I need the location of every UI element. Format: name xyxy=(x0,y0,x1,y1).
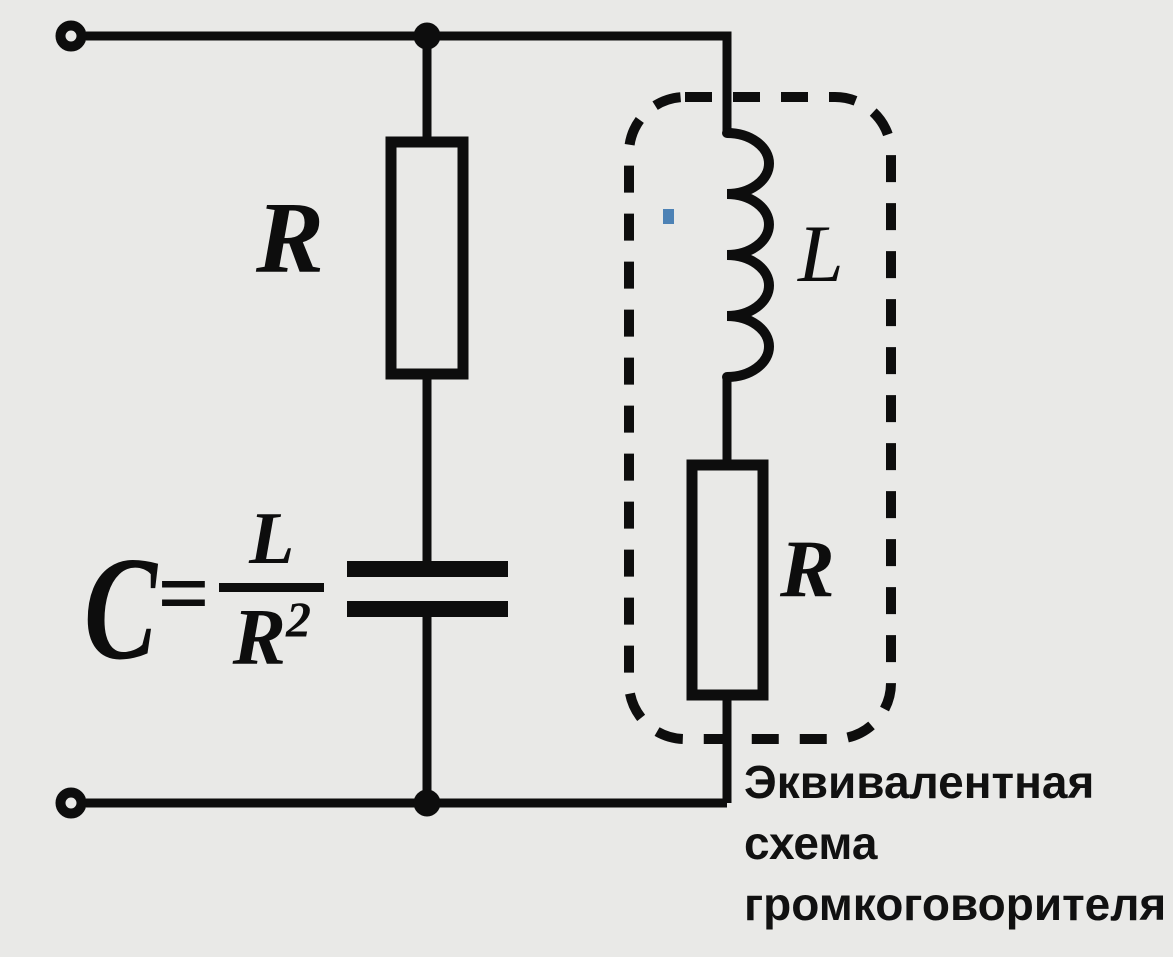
left-resistor-body xyxy=(385,136,469,380)
caption-line-3: громкоговорителя xyxy=(744,878,1167,930)
junction-dot-bottom xyxy=(413,789,441,817)
box-resistor-body xyxy=(686,459,769,701)
formula-denominator: R2 xyxy=(233,591,311,678)
box-resistor-label: R xyxy=(780,523,835,614)
formula-denominator-exponent: 2 xyxy=(285,591,311,648)
formula-symbol-c: C xyxy=(84,526,158,691)
junction-dot-top xyxy=(413,22,441,50)
wire-top-rail xyxy=(86,31,732,134)
capacitor-top-plate xyxy=(347,561,508,577)
formula-equals-sign: = xyxy=(156,541,210,644)
terminal-bottom-left xyxy=(55,787,87,819)
left-resistor-label: R xyxy=(256,182,325,295)
blue-marker xyxy=(663,209,674,224)
inductor-coil xyxy=(722,128,774,382)
capacitance-formula: C = L R2 xyxy=(84,502,325,683)
formula-numerator: L xyxy=(219,502,325,593)
capacitor-bottom-plate xyxy=(347,601,508,617)
inductor-label: L xyxy=(798,208,844,299)
equivalent-circuit-dashed-box xyxy=(624,92,896,744)
terminal-top-left xyxy=(55,20,87,52)
caption-line-1: Эквивалентная xyxy=(744,756,1095,808)
formula-denominator-base: R xyxy=(232,594,286,683)
formula-fraction: L R2 xyxy=(219,502,325,678)
caption-line-2: схема xyxy=(744,817,878,869)
diagram-caption: Эквивалентная схема громкоговорителя xyxy=(744,752,1173,935)
